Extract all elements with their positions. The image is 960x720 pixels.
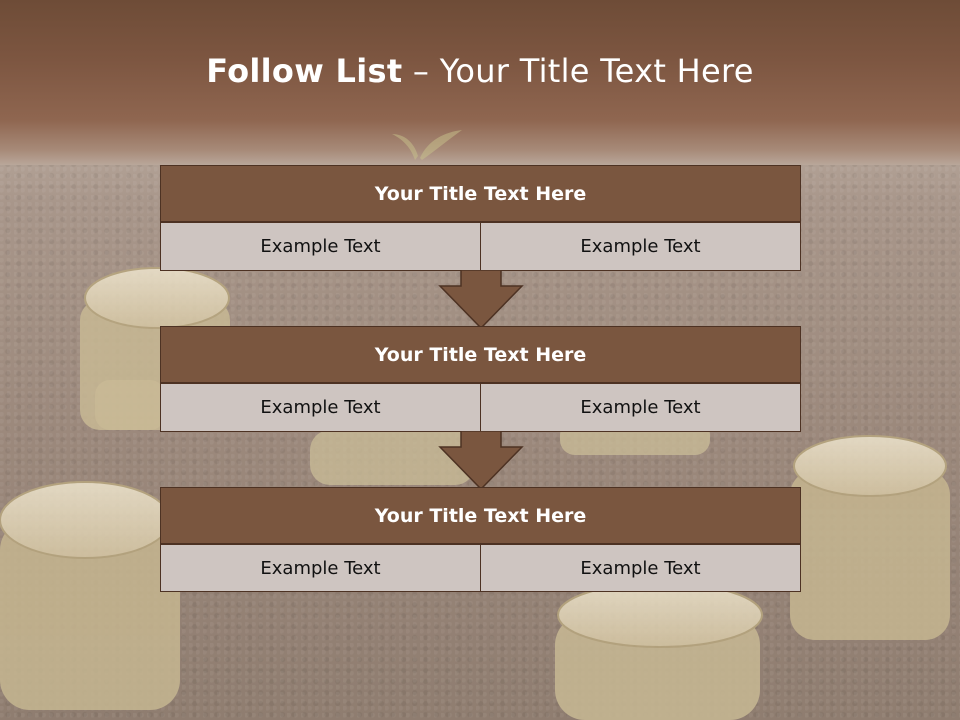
block-1-left-cell: Example Text <box>160 222 481 271</box>
block-title-3: Your Title Text Here <box>160 487 801 544</box>
block-title-1: Your Title Text Here <box>160 165 801 222</box>
block-2-left-cell: Example Text <box>160 383 481 432</box>
down-arrow-icon <box>438 431 524 491</box>
block-title-2: Your Title Text Here <box>160 326 801 383</box>
block-3-right-cell: Example Text <box>480 544 801 592</box>
header-band <box>0 0 960 165</box>
down-arrow-icon <box>438 270 524 330</box>
title-rest: Your Title Text Here <box>439 52 754 90</box>
block-3-left-cell: Example Text <box>160 544 481 592</box>
title-dash: – <box>412 52 430 90</box>
title-bold: Follow List <box>206 52 403 90</box>
block-1-right-cell: Example Text <box>480 222 801 271</box>
block-2-right-cell: Example Text <box>480 383 801 432</box>
slide-title: Follow List – Your Title Text Here <box>0 52 960 90</box>
